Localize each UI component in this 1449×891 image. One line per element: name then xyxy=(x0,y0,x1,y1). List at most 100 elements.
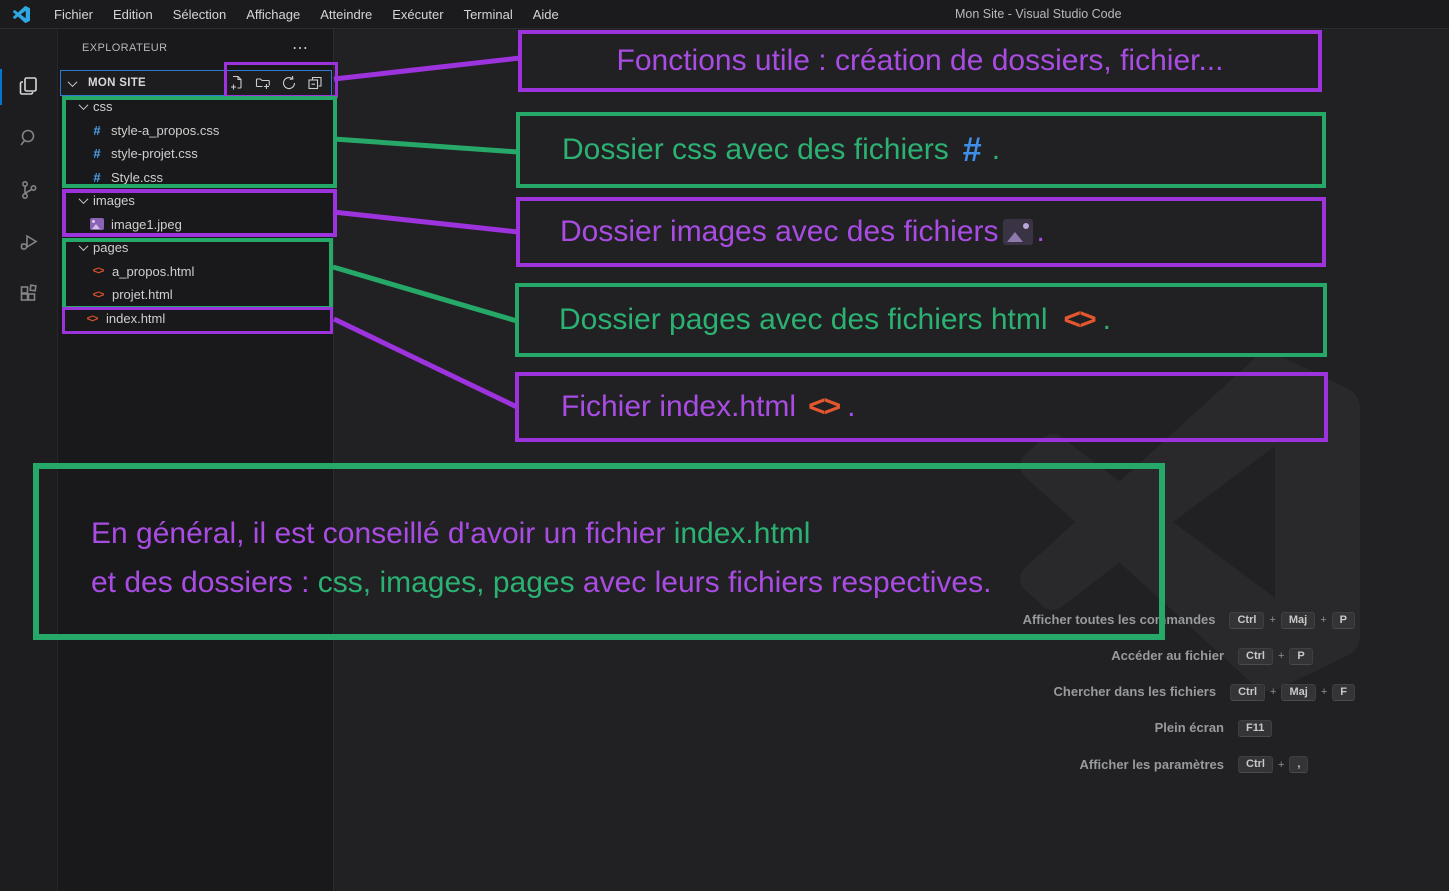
menu-aide[interactable]: Aide xyxy=(532,6,559,22)
highlight-box-images-folder xyxy=(62,189,337,237)
highlight-box-toolbar xyxy=(224,62,338,98)
file-label: style-projet.css xyxy=(111,146,198,161)
file-row-projet[interactable]: <> projet.html xyxy=(58,283,333,306)
file-label: projet.html xyxy=(112,287,173,302)
key-cap: F11 xyxy=(1238,719,1273,737)
folder-label: pages xyxy=(93,240,129,255)
file-row-image1[interactable]: image1.jpeg xyxy=(58,213,333,236)
welcome-shortcuts: Afficher toutes les commandes Ctrl + Maj +… xyxy=(1010,610,1355,775)
folder-row-css[interactable]: css xyxy=(58,95,333,118)
css-file-icon: # xyxy=(93,146,101,161)
refresh-icon[interactable] xyxy=(281,75,297,91)
image-file-icon xyxy=(90,218,104,230)
file-row-a-propos[interactable]: <> a_propos.html xyxy=(58,260,333,283)
source-control-icon[interactable] xyxy=(0,167,58,213)
key-cap: F xyxy=(1332,683,1355,701)
menu-affichage[interactable]: Affichage xyxy=(246,6,301,22)
file-row-style-a-propos[interactable]: # style-a_propos.css xyxy=(58,119,333,142)
plus-separator: + xyxy=(1270,686,1277,699)
callout-text: Dossier css avec des fichiers xyxy=(562,133,949,166)
shortcut-row: Chercher dans les fichiers Ctrl + Maj + F xyxy=(1010,682,1355,702)
html-file-icon: <> xyxy=(86,312,99,325)
run-debug-icon[interactable] xyxy=(0,219,58,265)
window-title: Mon Site - Visual Studio Code xyxy=(955,7,1122,21)
callout-text: Dossier pages avec des fichiers html xyxy=(559,303,1048,336)
html-file-icon: <> xyxy=(1063,303,1097,336)
summary-highlight: css, images, pages xyxy=(317,566,575,599)
explorer-icon[interactable] xyxy=(0,63,58,109)
key-cap: P xyxy=(1331,611,1355,629)
shortcut-row: Accéder au fichier Ctrl+ P xyxy=(1010,646,1355,666)
callout-text-end: . xyxy=(1036,215,1045,248)
collapse-folders-icon[interactable] xyxy=(307,75,323,91)
callout-text: Dossier images avec des fichiers xyxy=(560,215,999,248)
css-file-icon: # xyxy=(962,130,982,169)
callout-text-end: . xyxy=(847,390,856,423)
chevron-down-icon xyxy=(67,76,78,87)
plus-separator: + xyxy=(1277,650,1285,663)
activity-bar xyxy=(0,29,58,891)
explorer-header: EXPLORATEUR ⋯ xyxy=(58,39,333,61)
callout-pages-folder: Dossier pages avec des fichiers html <> … xyxy=(515,283,1327,357)
new-file-icon[interactable] xyxy=(229,75,245,91)
shortcut-label: Plein écran xyxy=(1154,720,1224,736)
key-cap: Maj xyxy=(1280,611,1316,629)
key-cap: Ctrl xyxy=(1230,683,1266,701)
callout-text-end: . xyxy=(991,133,1001,166)
callout-text-end: . xyxy=(1102,303,1111,336)
menu-terminal[interactable]: Terminal xyxy=(463,6,513,22)
vscode-logo-icon xyxy=(13,5,30,23)
folder-row-pages[interactable]: pages xyxy=(58,236,333,259)
menu-fichier[interactable]: Fichier xyxy=(54,6,94,22)
file-row-style[interactable]: # Style.css xyxy=(58,166,333,189)
callout-css-folder: Dossier css avec des fichiers # . xyxy=(516,112,1326,188)
key-cap: Maj xyxy=(1281,683,1316,701)
explorer-sidebar: EXPLORATEUR ⋯ MON SITE css # style-a_pro… xyxy=(58,29,334,891)
file-label: style-a_propos.css xyxy=(111,122,220,138)
key-cap: Ctrl xyxy=(1238,647,1273,665)
highlight-box-index-file xyxy=(62,307,333,334)
plus-separator: + xyxy=(1320,686,1328,699)
file-label: image1.jpeg xyxy=(111,216,182,232)
callout-index-file: Fichier index.html <> . xyxy=(515,372,1328,442)
html-file-icon: <> xyxy=(808,390,841,423)
html-file-icon: <> xyxy=(92,265,105,277)
file-label: index.html xyxy=(106,311,166,326)
folder-label: images xyxy=(93,193,135,208)
summary-text: avec leurs fichiers respectives. xyxy=(574,566,992,599)
callout-functions: Fonctions utile : création de dossiers, … xyxy=(518,30,1322,92)
file-row-style-projet[interactable]: # style-projet.css xyxy=(58,142,333,165)
extensions-icon[interactable] xyxy=(0,271,58,317)
workspace-name: MON SITE xyxy=(88,77,146,89)
shortcut-row: Afficher toutes les commandes Ctrl+ Maj+… xyxy=(1010,610,1355,630)
highlight-box-pages-folder xyxy=(62,238,333,310)
menu-edition[interactable]: Edition xyxy=(113,6,153,22)
highlight-box-css-folder xyxy=(62,96,337,188)
callout-images-folder: Dossier images avec des fichiers . xyxy=(516,197,1326,267)
plus-separator: + xyxy=(1277,758,1285,771)
callout-summary: En général, il est conseillé d'avoir un … xyxy=(33,463,1165,640)
plus-separator: + xyxy=(1269,614,1276,627)
key-cap: Ctrl xyxy=(1229,611,1265,629)
key-cap: P xyxy=(1289,647,1313,665)
shortcut-label: Afficher les paramètres xyxy=(1079,756,1224,772)
file-label: a_propos.html xyxy=(112,263,195,279)
html-file-icon: <> xyxy=(92,288,105,301)
vscode-watermark-logo xyxy=(1020,353,1360,691)
shortcut-label: Chercher dans les fichiers xyxy=(1053,684,1217,700)
folder-row-images[interactable]: images xyxy=(58,189,333,212)
callout-text: Fonctions utile : création de dossiers, … xyxy=(616,44,1224,77)
search-icon[interactable] xyxy=(0,115,58,161)
menu-executer[interactable]: Exécuter xyxy=(392,6,444,22)
new-folder-icon[interactable] xyxy=(255,75,271,91)
active-view-indicator xyxy=(0,69,2,105)
shortcut-label: Afficher toutes les commandes xyxy=(1022,612,1216,627)
summary-text: et des dossiers : xyxy=(91,566,318,599)
file-row-index[interactable]: <> index.html xyxy=(58,307,333,330)
menu-selection[interactable]: Sélection xyxy=(172,6,227,22)
workspace-section-row[interactable]: MON SITE xyxy=(60,70,332,96)
more-actions-icon[interactable]: ⋯ xyxy=(292,40,309,57)
summary-highlight: index.html xyxy=(673,517,811,550)
menu-atteindre[interactable]: Atteindre xyxy=(320,6,373,22)
